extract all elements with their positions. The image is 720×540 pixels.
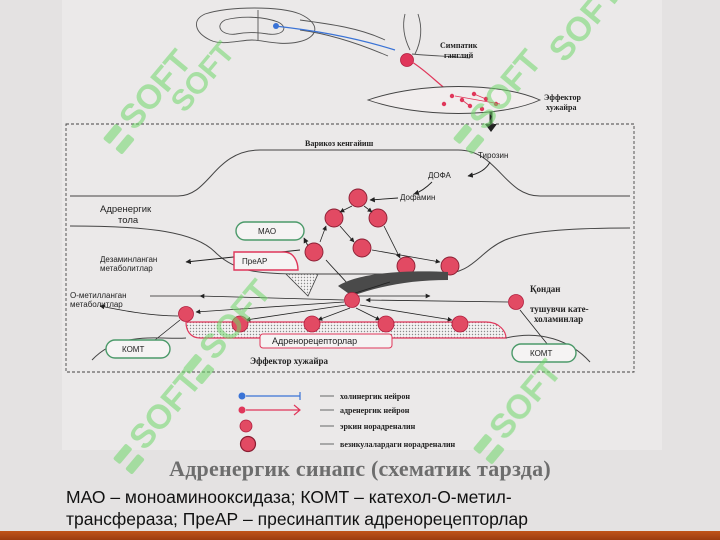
label-dopa: ДОФА: [428, 171, 452, 180]
footer-bar: [0, 531, 720, 540]
adrenoreceptors: [231, 315, 469, 333]
arrow-tyrosine-dopa: [467, 161, 491, 178]
vesicle: [304, 242, 324, 262]
legend-label-cholinergic: холинергик нейрон: [340, 392, 410, 401]
cholinergic-soma: [273, 23, 279, 29]
legend-label-free-noradrenaline: эркин норадреналин: [340, 422, 416, 431]
arrow-dopa-dopamine: [413, 181, 433, 196]
label-adrenergic-terminal-2: тола: [118, 215, 139, 226]
vesicle: [348, 188, 368, 208]
legend-symbol-adrenergic: [238, 404, 301, 416]
label-comt-left: КОМТ: [122, 345, 144, 354]
comt-enzyme-right: [511, 343, 577, 363]
diffusion-arrows: [99, 293, 553, 351]
free-noradrenaline-right: [508, 294, 524, 310]
label-mao: МАО: [258, 227, 276, 236]
label-deaminated-1: Дезаминланган: [100, 255, 157, 264]
vesicle: [440, 256, 460, 276]
spinal-cord-sketch: [196, 7, 471, 59]
zoom-frame: [65, 123, 635, 373]
vesicle: [368, 208, 388, 228]
label-incoming-catecholamines-1: тушувчи кате-: [530, 304, 589, 314]
label-tyrosine: Тирозин: [478, 151, 508, 160]
release-cone-left: [285, 273, 319, 297]
label-sympathetic-ganglion-1: Симпатик: [440, 41, 478, 50]
vesicle: [324, 208, 344, 228]
receptor-bound-noradrenaline: [451, 315, 469, 333]
label-effector-cell-top-2: хужайра: [546, 103, 576, 112]
label-blood: Қондан: [530, 284, 560, 294]
sympathetic-ganglion-neuron: [400, 53, 414, 67]
prear-receptor: [233, 251, 299, 271]
legend-label-adrenergic: адренергик нейрон: [340, 406, 410, 415]
vesicle: [352, 238, 372, 258]
comt-enzyme-left: [105, 339, 171, 359]
legend: холинергик нейрон адренергик нейрон эрки…: [238, 392, 456, 453]
vesicles: [304, 188, 460, 276]
label-prear: ПреАР: [242, 257, 267, 266]
effector-cell-bottom-outline: [91, 334, 591, 363]
arrow-to-mao: [303, 237, 309, 247]
legend-symbol-cholinergic: [238, 392, 301, 400]
label-sympathetic-ganglion-2: ганглий: [444, 51, 474, 60]
label-o-methylated-2: метаболитлар: [70, 300, 123, 309]
slide-title: Адренергик синапс (схематик тарзда): [169, 456, 551, 481]
vesicle-traffic-arrows: [319, 205, 441, 264]
receptor-bound-noradrenaline: [231, 315, 249, 333]
label-incoming-catecholamines-2: холаминлар: [534, 314, 583, 324]
varicose-swelling-outline: [70, 149, 630, 197]
legend-symbol-free-noradrenaline: [239, 419, 253, 433]
arrow-dopamine-vesicle: [369, 196, 399, 203]
label-effector-cell-bottom: Эффектор хужайра: [250, 356, 329, 366]
cholinergic-preganglionic-fiber: [274, 25, 396, 51]
legend-label-vesicular-noradrenaline: везикулалардаги норадреналин: [340, 440, 456, 449]
adrenoreceptor-label-box: [259, 333, 393, 349]
label-adrenoreceptors: Адренорецепторлар: [272, 336, 357, 346]
receptor-bound-noradrenaline: [377, 315, 395, 333]
label-effector-cell-top-1: Эффектор: [544, 93, 581, 102]
reuptake-arrows: [351, 281, 430, 296]
label-varicose-swelling: Варикоз кенгайиш: [305, 139, 374, 148]
caption-line-1: МАО – моноаминооксидаза; КОМТ – катехол-…: [66, 487, 512, 507]
label-o-methylated-1: О-метилланган: [70, 291, 127, 300]
free-noradrenaline-left: [178, 306, 194, 322]
caption-line-2: трансфераза; ПреАР – пресинаптик адренор…: [66, 509, 528, 529]
receptor-bound-noradrenaline: [303, 315, 321, 333]
label-comt-right: КОМТ: [530, 349, 552, 358]
free-noradrenaline-center: [344, 292, 360, 308]
label-deaminated-2: метаболитлар: [100, 264, 153, 273]
mao-enzyme: [235, 221, 305, 241]
label-adrenergic-terminal-1: Адренергик: [100, 204, 152, 215]
diagram-paper: [62, 0, 662, 450]
label-dopamine: Дофамин: [400, 193, 435, 202]
effector-cell-top: [366, 86, 542, 114]
legend-symbol-vesicular-noradrenaline: [239, 435, 257, 453]
slide-caption: МАО – моноаминооксидаза; КОМТ – катехол-…: [66, 486, 706, 530]
